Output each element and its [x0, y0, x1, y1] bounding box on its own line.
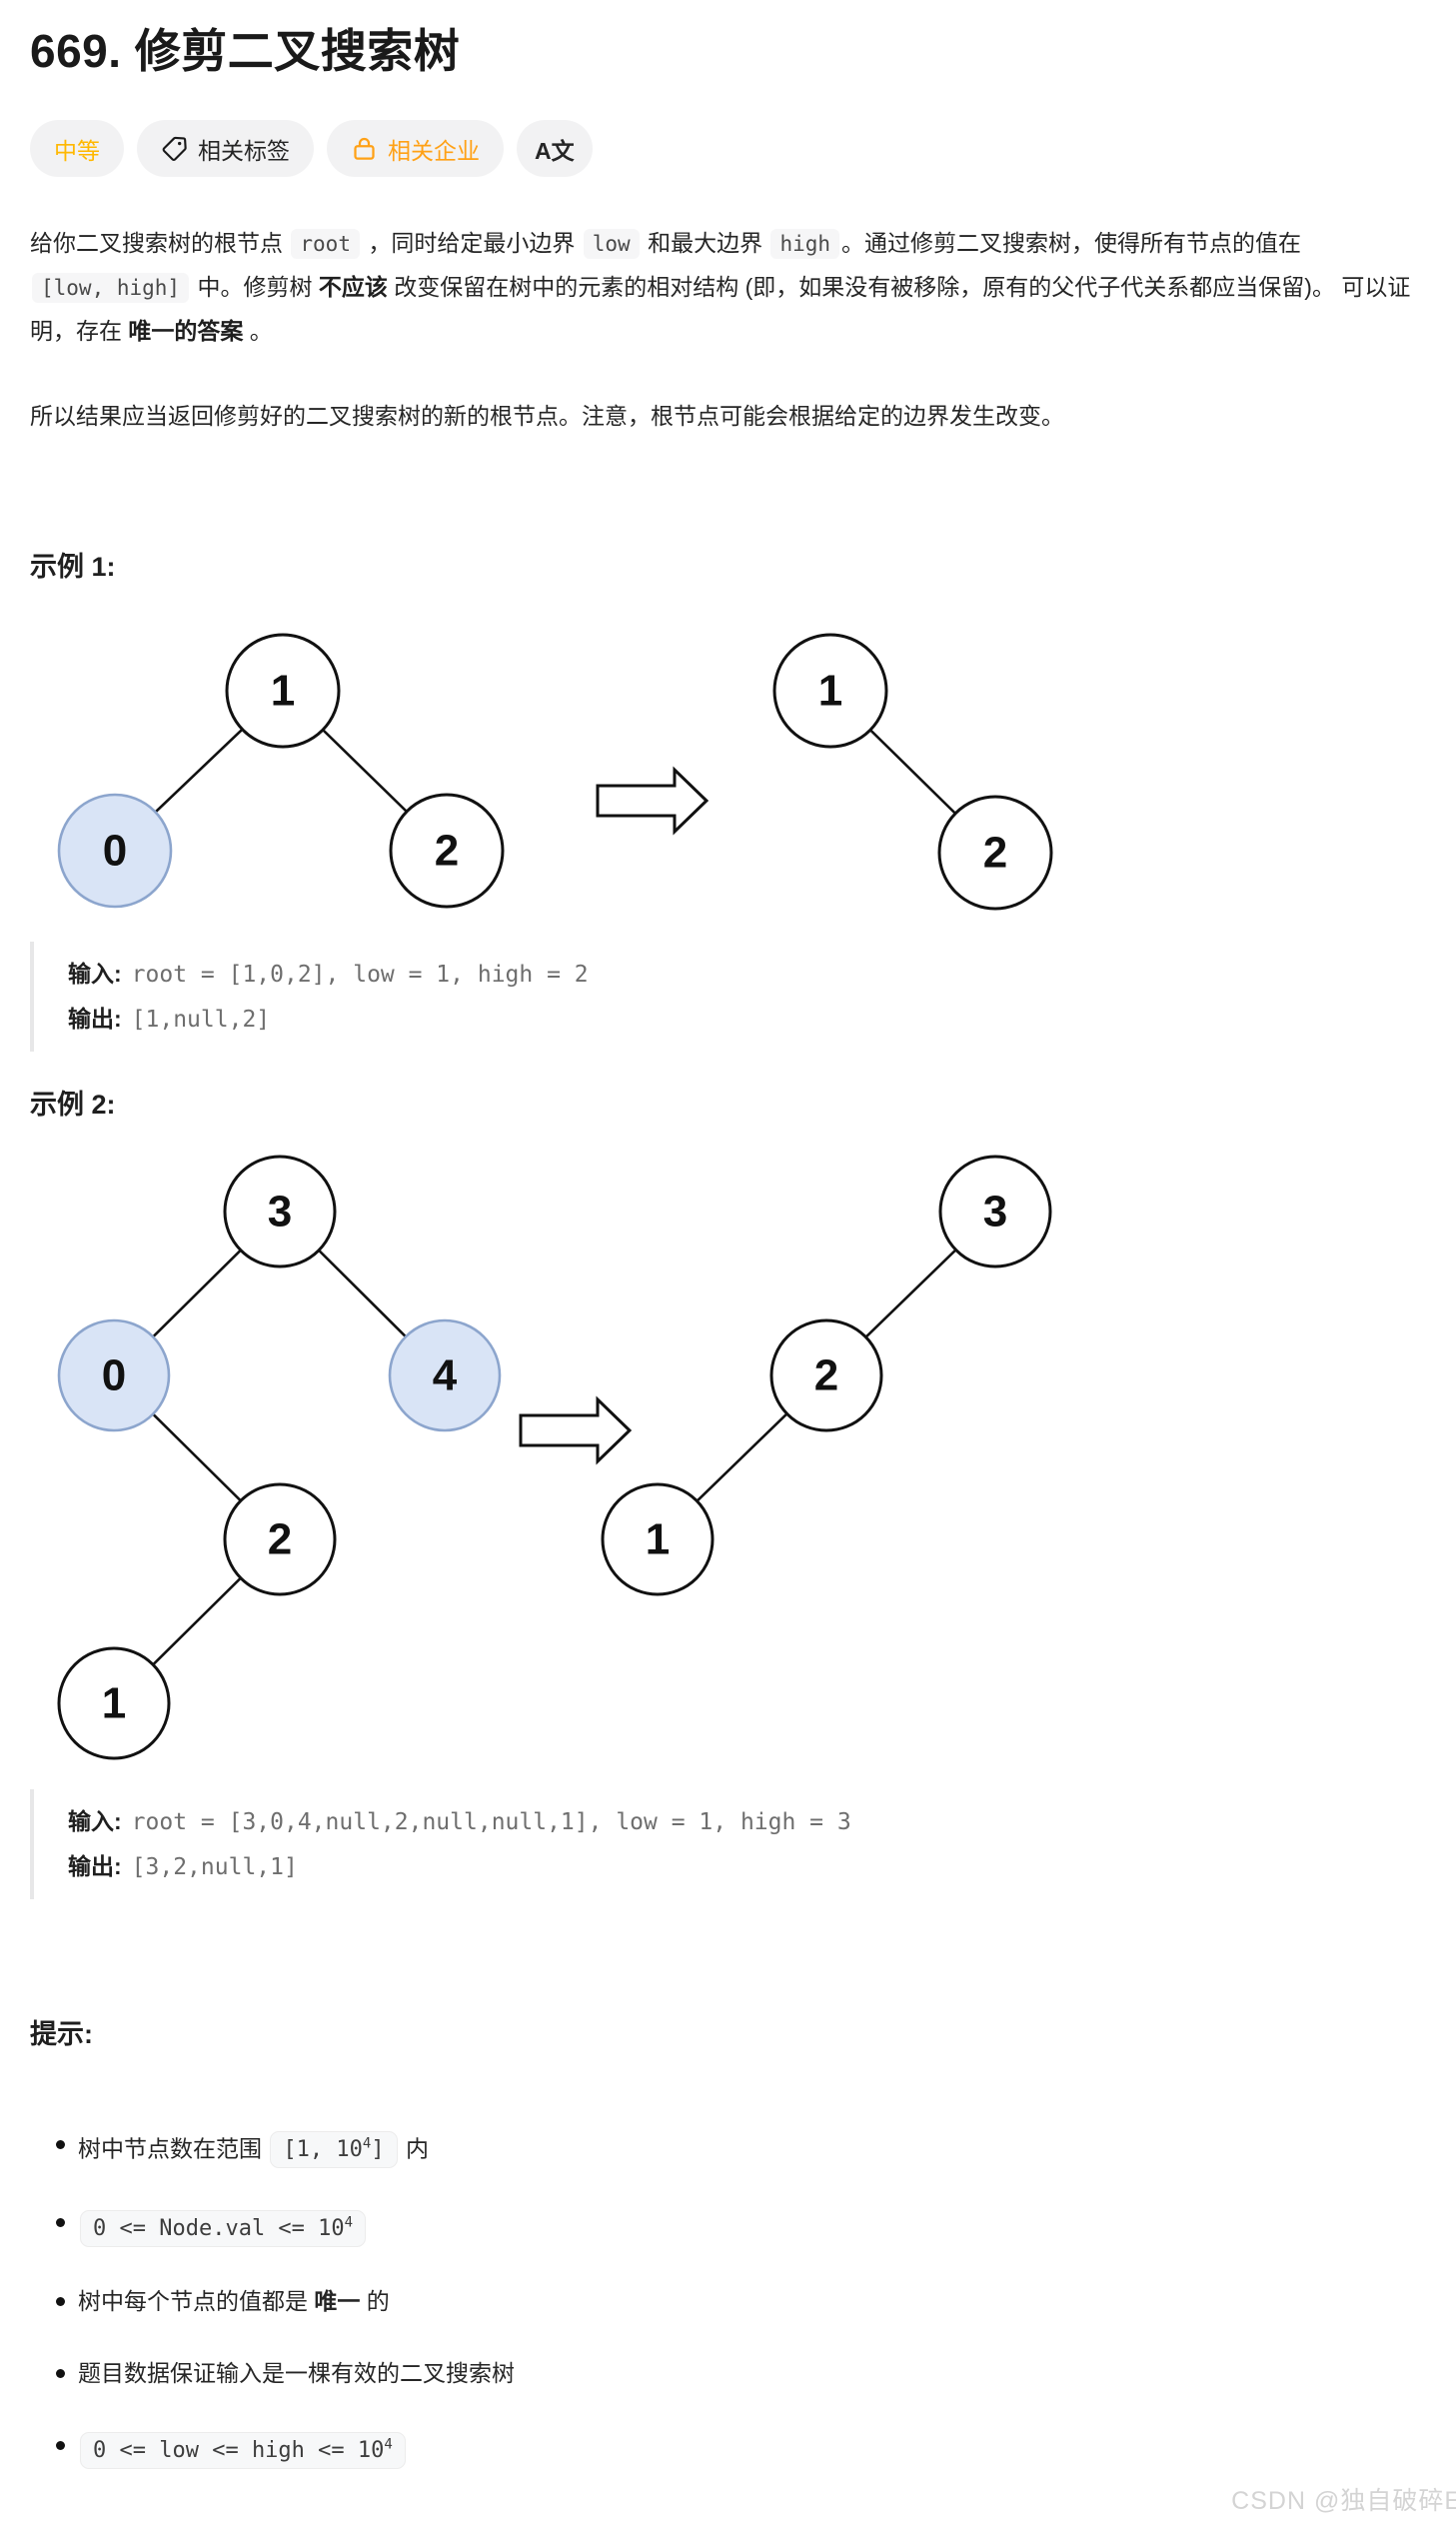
input-label: 输入:: [68, 1808, 122, 1834]
tree-node: [223, 1155, 337, 1268]
tree-node-value: 3: [268, 1188, 292, 1237]
tree-node-removed: [57, 1318, 171, 1432]
example-2-io-block: 输入: root = [3,0,4,null,2,null,null,1], lo…: [30, 1789, 1430, 1899]
inline-code-chip: 0 <= Node.val <= 104: [80, 2209, 367, 2247]
problem-title: 669. 修剪二叉搜索树: [30, 25, 461, 77]
example-2-output-value: [3,2,null,1]: [131, 1854, 298, 1880]
input-label: 输入:: [68, 961, 122, 987]
inline-code-chip: [1, 104]: [270, 2131, 398, 2169]
inline-code-chip: low: [583, 229, 640, 259]
output-label: 输出:: [68, 1853, 122, 1879]
output-label: 输出:: [68, 1006, 122, 1032]
tree-node: [772, 633, 888, 749]
example-2-tree-diagram: 3 0 4 2 1 3 2 1: [57, 1155, 1052, 1760]
tree-node-value: 1: [271, 667, 295, 716]
csdn-watermark: CSDN @独自破碎E: [1231, 2487, 1456, 2515]
tree-node: [225, 633, 341, 749]
tree-node: [769, 1318, 883, 1432]
example-2-heading: 示例 2:: [30, 1090, 116, 1120]
example-1-input-value: root = [1,0,2], low = 1, high = 2: [131, 962, 589, 988]
tree-node: [389, 793, 505, 909]
tree-node-value: 1: [102, 1679, 126, 1728]
transform-arrow-icon: [519, 1395, 633, 1465]
tree-node-value: 0: [103, 827, 127, 876]
related-tags-button[interactable]: 相关标签: [137, 120, 314, 177]
badge-row: 中等 相关标签 相关企业 A文: [30, 120, 1430, 177]
example-1-io-block: 输入: root = [1,0,2], low = 1, high = 2 输出: […: [30, 942, 1430, 1052]
inline-code-chip: 0 <= low <= high <= 104: [80, 2431, 406, 2469]
tree-node-value: 3: [983, 1188, 1007, 1237]
tree-node: [937, 795, 1053, 911]
tree-node-value: 2: [435, 827, 459, 876]
transform-arrow-icon: [596, 766, 710, 836]
tree-node-value: 1: [646, 1515, 670, 1564]
tree-node: [223, 1482, 337, 1596]
tree-node-value: 2: [268, 1515, 292, 1564]
hint-item: 0 <= low <= high <= 104: [30, 2422, 1430, 2474]
tree-node: [938, 1155, 1052, 1268]
hint-item: 树中每个节点的值都是 唯一 的: [30, 2278, 1430, 2324]
tree-node-value: 2: [983, 829, 1007, 878]
description-paragraph-2: 所以结果应当返回修剪好的二叉搜索树的新的根节点。注意，根节点可能会根据给定的边界…: [30, 403, 1064, 429]
difficulty-badge[interactable]: 中等: [30, 120, 124, 177]
example-1-output-value: [1,null,2]: [131, 1007, 271, 1033]
example-2-input-value: root = [3,0,4,null,2,null,null,1], low =…: [131, 1809, 851, 1835]
tree-node-value: 2: [814, 1351, 838, 1400]
tree-node-value: 0: [102, 1351, 126, 1400]
example-1-tree-diagram: 1 0 2 1 2: [57, 633, 1053, 911]
inline-code-chip: [low, high]: [32, 273, 190, 303]
hint-item: 题目数据保证输入是一棵有效的二叉搜索树: [30, 2350, 1430, 2396]
font-size-icon: A文: [535, 137, 575, 164]
tree-node-removed: [57, 793, 173, 909]
tree-node-value: 1: [818, 667, 842, 716]
related-companies-button[interactable]: 相关企业: [327, 120, 504, 177]
hint-item: 树中节点数在范围 [1, 104] 内: [30, 2121, 1430, 2173]
font-size-button[interactable]: A文: [517, 120, 593, 177]
related-companies-label: 相关企业: [388, 137, 480, 164]
tree-node-removed: [388, 1318, 502, 1432]
lock-icon: [351, 135, 378, 162]
difficulty-label: 中等: [54, 137, 100, 164]
inline-code-chip: high: [770, 229, 840, 259]
hint-item: 0 <= Node.val <= 104: [30, 2199, 1430, 2251]
inline-code-chip: root: [291, 229, 360, 259]
description-paragraph-1: 给你二叉搜索树的根节点 root ，同时给定最小边界 low 和最大边界 hig…: [30, 229, 1411, 344]
related-tags-label: 相关标签: [198, 137, 290, 164]
tree-node-value: 4: [433, 1351, 458, 1400]
hints-heading: 提示:: [30, 2019, 93, 2049]
tree-node: [57, 1646, 171, 1760]
example-1-heading: 示例 1:: [30, 552, 116, 582]
tree-node: [601, 1482, 715, 1596]
hints-list: 树中节点数在范围 [1, 104] 内 0 <= Node.val <= 104…: [30, 2121, 1430, 2474]
tag-icon: [161, 135, 188, 162]
